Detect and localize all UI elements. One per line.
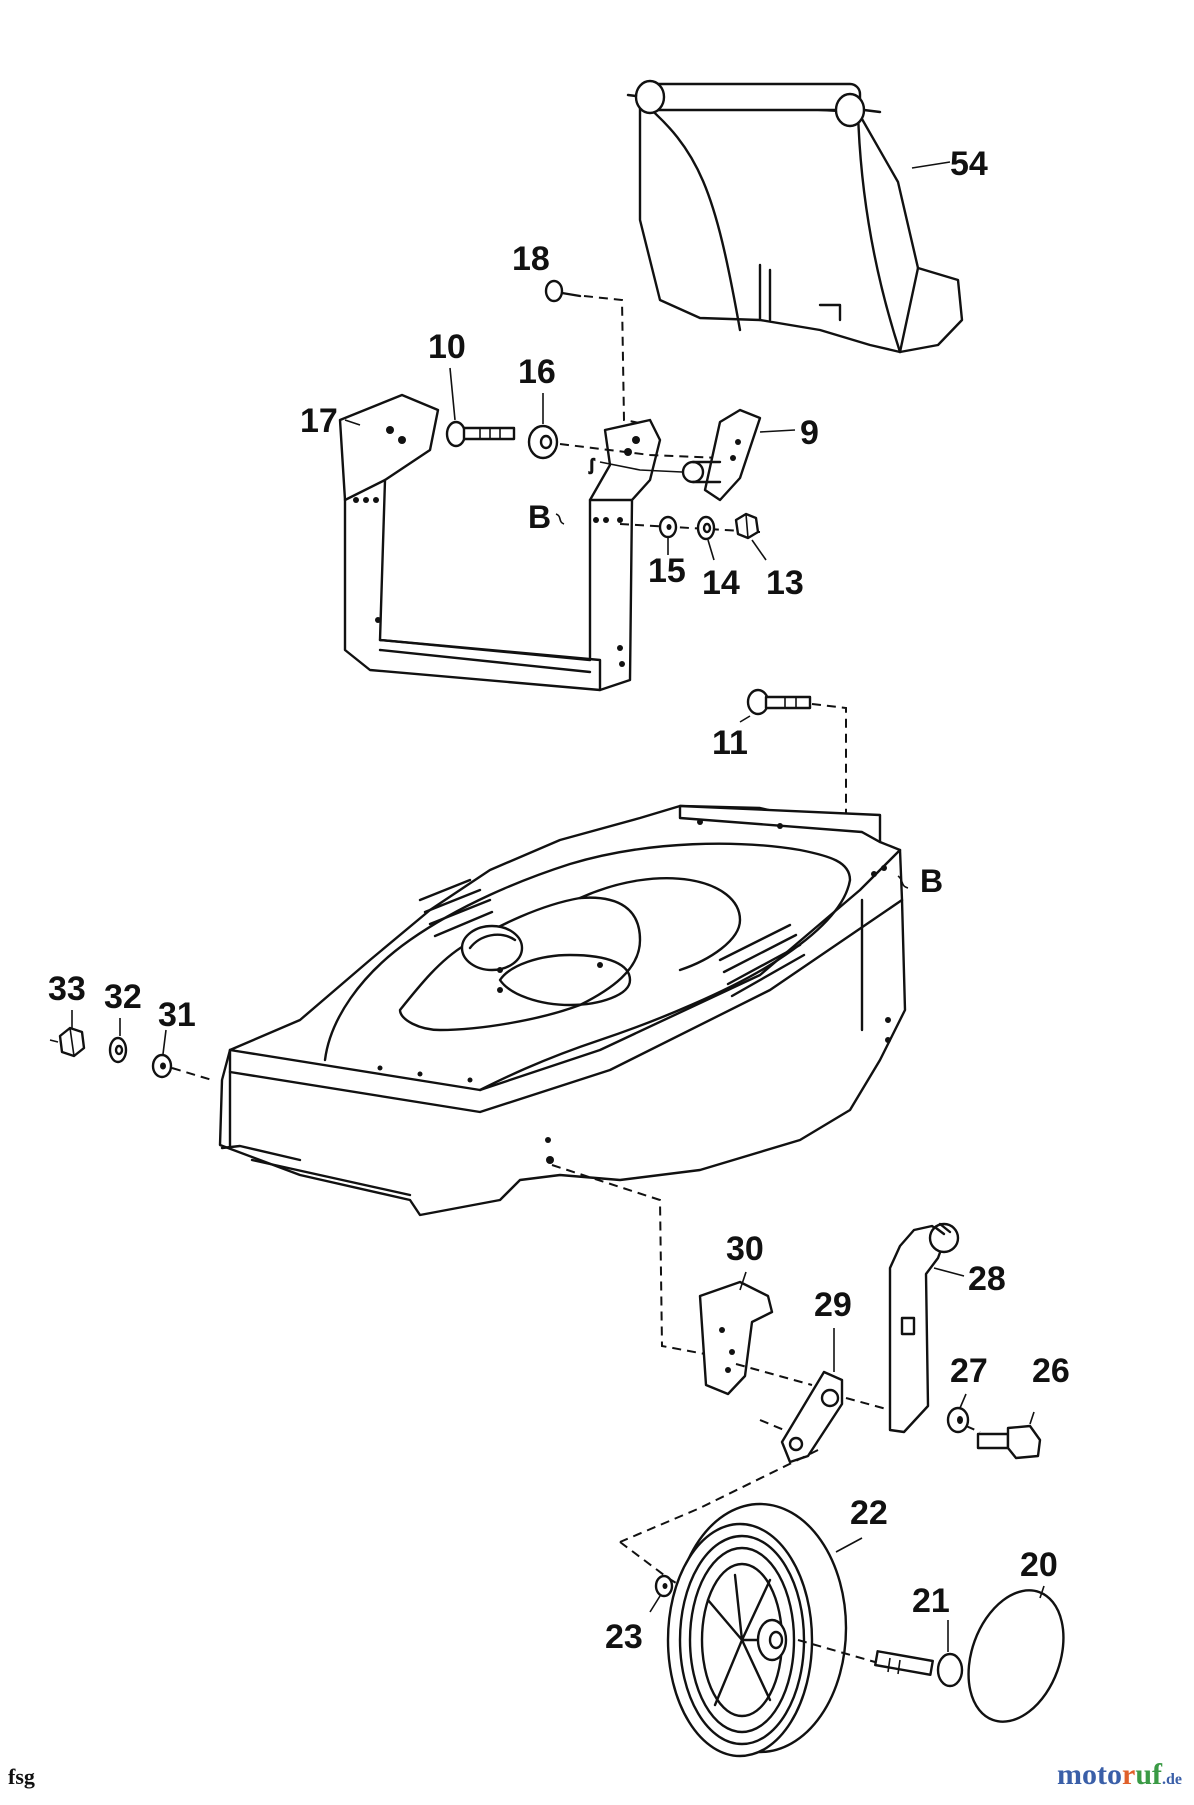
grass-catcher	[626, 79, 964, 354]
label-32: 32	[104, 978, 142, 1016]
label-15: 15	[648, 552, 686, 590]
washer-27	[946, 1406, 970, 1434]
washer-23	[654, 1574, 674, 1598]
label-9: 9	[800, 414, 819, 452]
brand-domain: .de	[1162, 1771, 1182, 1788]
label-20: 20	[1020, 1546, 1058, 1584]
bolt-11	[746, 688, 812, 716]
brand-logo[interactable]: motoruf.de	[1057, 1758, 1182, 1792]
label-21: 21	[912, 1582, 950, 1620]
lever-9	[681, 408, 762, 502]
washer-16	[527, 424, 559, 460]
ref-B-top: B	[528, 499, 551, 535]
label-29: 29	[814, 1286, 852, 1324]
nut-33	[58, 1026, 86, 1058]
axle-bolt-21	[874, 1650, 964, 1688]
brand-part-c: uf	[1135, 1758, 1162, 1791]
label-11: 11	[712, 724, 748, 762]
brand-part-b: r	[1121, 1758, 1136, 1791]
drawing-code: fsg	[8, 1764, 35, 1789]
label-28: 28	[968, 1260, 1006, 1298]
nut-13	[734, 512, 760, 540]
axle-plate-29	[780, 1370, 844, 1464]
brand-part-a: moto	[1057, 1758, 1122, 1791]
ref-B-deck: B	[920, 863, 943, 899]
bracket-30	[698, 1280, 774, 1396]
label-31: 31	[158, 996, 196, 1034]
lock-washer-14	[696, 515, 716, 541]
label-22: 22	[850, 1494, 888, 1532]
bolt-10	[445, 420, 516, 448]
label-16: 16	[518, 353, 556, 391]
label-14: 14	[702, 564, 740, 602]
label-33: 33	[48, 970, 86, 1008]
screw-18	[544, 279, 582, 303]
wheel-22	[666, 1502, 848, 1758]
label-26: 26	[1032, 1352, 1070, 1390]
label-17: 17	[300, 402, 338, 440]
spring-mark: ʃ	[589, 457, 595, 474]
label-18: 18	[512, 240, 550, 278]
label-54: 54	[950, 145, 988, 183]
label-23: 23	[605, 1618, 643, 1656]
mower-deck	[218, 804, 907, 1217]
height-lever-28	[888, 1222, 960, 1434]
washer-15	[658, 515, 678, 539]
washer-31	[151, 1053, 173, 1079]
hub-cap-20	[967, 1589, 1065, 1723]
handle-frame	[338, 393, 662, 692]
washer-32	[108, 1036, 128, 1064]
label-27: 27	[950, 1352, 988, 1390]
label-13: 13	[766, 564, 804, 602]
label-10: 10	[428, 328, 466, 366]
bolt-26	[976, 1424, 1042, 1460]
label-30: 30	[726, 1230, 764, 1268]
